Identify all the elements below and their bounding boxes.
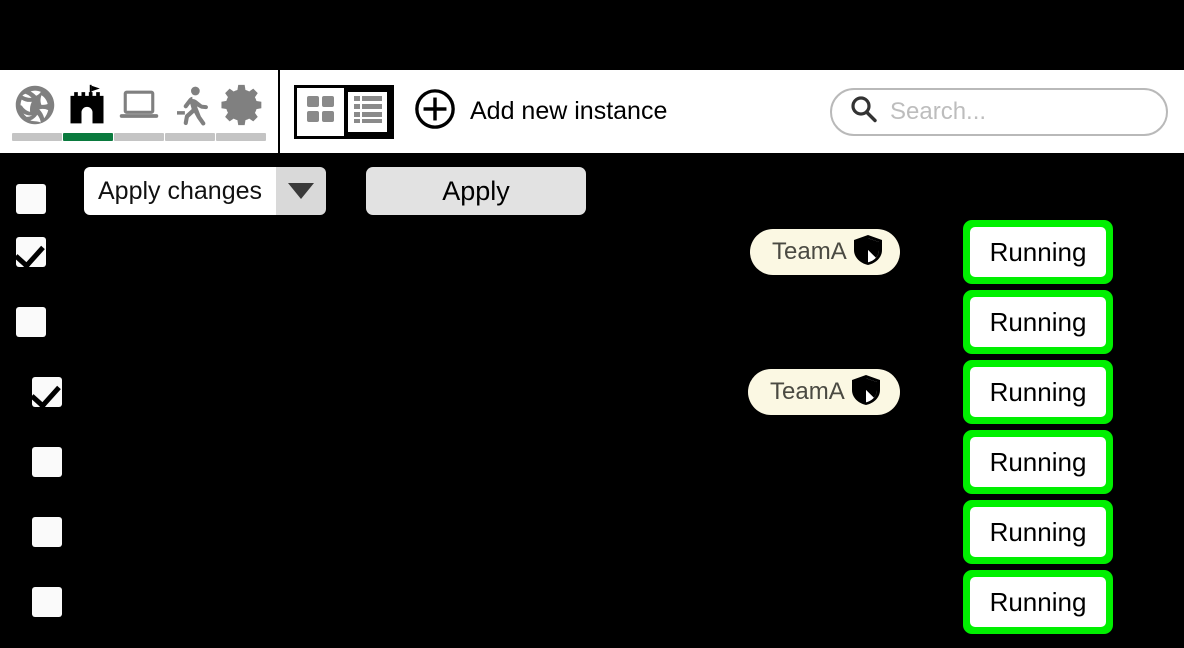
status-badge-label: Running: [989, 586, 1087, 617]
network-globe-icon: [14, 84, 56, 126]
add-new-instance-button[interactable]: Add new instance: [414, 88, 667, 135]
nav-underline-row: [8, 133, 270, 141]
status-badge-inner: Running: [970, 577, 1106, 627]
nav-icon-group: [0, 70, 280, 153]
status-badge[interactable]: Running: [963, 220, 1113, 284]
nav-underline-laptop: [114, 133, 164, 141]
laptop-icon: [117, 83, 161, 127]
instance-row-checkbox[interactable]: [32, 517, 62, 547]
instance-row: TeamA Running: [0, 357, 1184, 427]
team-badge: TeamA: [750, 229, 900, 275]
bulk-action-bar: Apply changes Apply: [0, 165, 1184, 217]
apply-button[interactable]: Apply: [366, 167, 586, 215]
status-badge[interactable]: Running: [963, 570, 1113, 634]
instance-row: TeamA Running: [0, 217, 1184, 287]
nav-item-runner[interactable]: [168, 82, 214, 128]
grid-view-button[interactable]: [297, 87, 344, 136]
status-badge-inner: Running: [970, 227, 1106, 277]
status-badge-inner: Running: [970, 437, 1106, 487]
search-area: [830, 87, 1168, 136]
castle-icon: [65, 83, 109, 127]
status-badge-label: Running: [989, 516, 1087, 547]
shield-icon: [853, 234, 883, 271]
runner-icon: [170, 84, 212, 126]
shield-icon: [851, 374, 881, 411]
search-icon: [848, 94, 878, 129]
select-all-checkbox[interactable]: [16, 184, 46, 214]
gear-icon: [221, 83, 265, 127]
bulk-action-select-arrow[interactable]: [276, 167, 327, 215]
status-badge-label: Running: [989, 236, 1087, 267]
nav-item-network[interactable]: [12, 82, 58, 128]
instance-row-checkbox[interactable]: [32, 377, 62, 407]
header-bar: Add new instance: [0, 68, 1184, 156]
instance-row: Running: [0, 497, 1184, 567]
status-badge[interactable]: Running: [963, 290, 1113, 354]
status-badge-inner: Running: [970, 367, 1106, 417]
bulk-action-select-value: Apply changes: [84, 167, 277, 215]
team-badge: TeamA: [748, 369, 900, 415]
nav-underline-runner: [165, 133, 215, 141]
search-box[interactable]: [830, 87, 1168, 136]
bulk-action-select[interactable]: Apply changes: [84, 167, 327, 215]
plus-circle-icon: [414, 88, 456, 135]
team-badge-label: TeamA: [770, 378, 845, 405]
team-badge-label: TeamA: [772, 238, 847, 265]
toolbar-middle: Add new instance: [280, 70, 1184, 153]
instance-row: Running: [0, 427, 1184, 497]
instance-row-checkbox[interactable]: [16, 307, 46, 337]
nav-item-settings[interactable]: [220, 82, 266, 128]
instance-row: Running: [0, 287, 1184, 357]
instance-row-checkbox[interactable]: [32, 447, 62, 477]
list-view-button[interactable]: [344, 87, 391, 136]
status-badge-inner: Running: [970, 297, 1106, 347]
status-badge-label: Running: [989, 306, 1087, 337]
instance-row-checkbox[interactable]: [32, 587, 62, 617]
search-input[interactable]: [888, 96, 1150, 127]
nav-icons-row: [8, 82, 270, 128]
instance-row-checkbox[interactable]: [16, 237, 46, 267]
nav-item-laptop[interactable]: [116, 82, 162, 128]
view-mode-toggle: [294, 84, 394, 139]
status-badge-label: Running: [989, 376, 1087, 407]
status-badge[interactable]: Running: [963, 430, 1113, 494]
status-badge-label: Running: [989, 446, 1087, 477]
nav-underline-settings: [216, 133, 266, 141]
status-badge[interactable]: Running: [963, 360, 1113, 424]
status-badge[interactable]: Running: [963, 500, 1113, 564]
instance-row: Running: [0, 567, 1184, 637]
list-view-icon: [353, 94, 383, 129]
status-badge-inner: Running: [970, 507, 1106, 557]
add-new-instance-label: Add new instance: [470, 97, 668, 125]
nav-underline-castle: [63, 133, 113, 141]
nav-underline-network: [12, 133, 62, 141]
nav-item-castle[interactable]: [64, 82, 110, 128]
chevron-down-icon: [288, 183, 315, 199]
grid-view-icon: [306, 94, 336, 129]
